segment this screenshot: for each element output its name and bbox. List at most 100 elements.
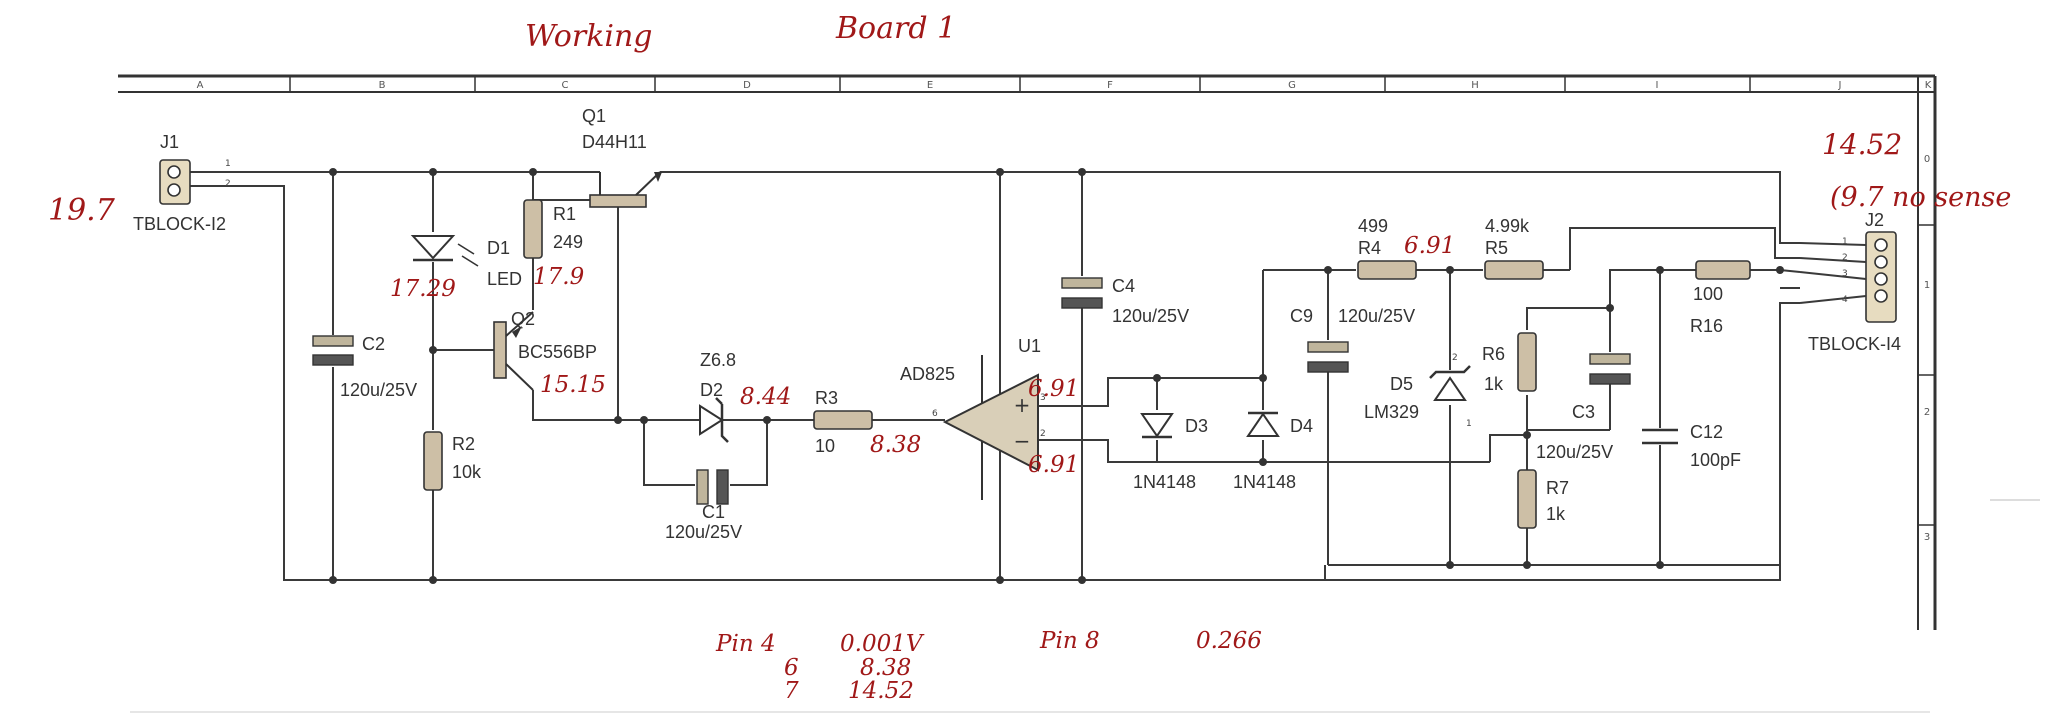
zone-label-a: A <box>197 80 204 91</box>
note-r1-voltage: 17.9 <box>533 264 584 290</box>
r6-resistor: R6 1k <box>1482 332 1537 394</box>
d5-ref: D5 <box>1390 374 1413 394</box>
zone-label-k: K <box>1925 80 1932 91</box>
r7-resistor: R7 1k <box>1517 469 1569 529</box>
r3-ref: R3 <box>815 388 838 408</box>
r6-ref: R6 <box>1482 344 1505 364</box>
c3-value: 120u/25V <box>1536 442 1613 462</box>
note-d2-voltage: 8.44 <box>740 384 791 410</box>
d3-value: 1N4148 <box>1133 472 1196 492</box>
r7-ref: R7 <box>1546 478 1569 498</box>
u1-minus-sign: − <box>1014 429 1031 453</box>
d1-led: D1 LED <box>410 235 522 289</box>
u1-ref: U1 <box>1018 336 1041 356</box>
note-pin6-value: 8.38 <box>860 655 911 681</box>
zone-label-h: H <box>1471 80 1479 91</box>
c12-ref: C12 <box>1690 422 1723 442</box>
u1-plus-sign: + <box>1014 393 1031 417</box>
zone-label-g: G <box>1288 80 1296 91</box>
c2-value: 120u/25V <box>340 380 417 400</box>
c4-ref: C4 <box>1112 276 1135 296</box>
c1-ref: C1 <box>702 502 725 522</box>
r4-ref: R4 <box>1358 238 1381 258</box>
r16-value: 100 <box>1693 284 1723 304</box>
c9-capacitor: C9 120u/25V <box>1290 306 1415 373</box>
zone-labels-top: A B C D E F G H I J K <box>197 80 1932 91</box>
c4-capacitor: C4 120u/25V <box>1061 276 1189 326</box>
zone-label-f: F <box>1107 80 1113 91</box>
j2-terminal-block: 1 2 3 4 J2 TBLOCK-I4 <box>1799 210 1901 354</box>
d4-value: 1N4148 <box>1233 472 1296 492</box>
note-d1-voltage: 17.29 <box>390 276 456 302</box>
u1-value: AD825 <box>900 364 955 384</box>
d5-pin-top: 2 <box>1452 353 1458 363</box>
d3-ref: D3 <box>1185 416 1208 436</box>
q1-transistor: Q1 D44H11 <box>582 106 662 208</box>
note-pin8-label: Pin 8 <box>1039 628 1100 654</box>
q2-value: BC556BP <box>518 342 597 362</box>
d1-ref: D1 <box>487 238 510 258</box>
r4-resistor: 499 R4 <box>1357 216 1417 280</box>
r3-resistor: R3 10 <box>813 388 873 456</box>
j2-value: TBLOCK-I4 <box>1808 334 1901 354</box>
r5-resistor: 4.99k R5 <box>1484 216 1544 280</box>
j1-terminal-block: 1 2 J1 TBLOCK-I2 <box>133 132 231 234</box>
note-j1-voltage: 19.7 <box>48 193 116 228</box>
d5-value: LM329 <box>1364 402 1419 422</box>
u1-pin-2: 2 <box>1040 429 1046 439</box>
j2-pin-1: 1 <box>1842 237 1848 247</box>
r6-value: 1k <box>1484 374 1504 394</box>
c2-capacitor: C2 120u/25V <box>312 334 417 400</box>
note-j2-voltage: 14.52 <box>1822 128 1902 161</box>
note-pin7-value: 14.52 <box>848 678 914 704</box>
q2-transistor: Q2 BC556BP <box>493 309 597 391</box>
j1-pin-1: 1 <box>225 159 231 169</box>
j2-pin-4: 4 <box>1842 295 1848 305</box>
d5-pin-bot: 1 <box>1466 419 1472 429</box>
junctions <box>329 168 1784 584</box>
r3-value: 10 <box>815 436 835 456</box>
note-pin8-value: 0.266 <box>1196 628 1262 654</box>
note-u1-plus: 6.91 <box>1028 376 1079 402</box>
u1-pin-3: 3 <box>1040 393 1046 403</box>
d1-value: LED <box>487 269 522 289</box>
d2-ref: D2 <box>700 380 723 400</box>
c1-value: 120u/25V <box>665 522 742 542</box>
zone-label-c: C <box>562 80 569 91</box>
note-title-left: Working <box>525 19 653 54</box>
c3-ref: C3 <box>1572 402 1595 422</box>
note-j2-sense: (9.7 no sense <box>1830 182 2011 213</box>
note-pin6-label: 6 <box>784 655 799 681</box>
r4-value: 499 <box>1358 216 1388 236</box>
u1-pin-6: 6 <box>932 409 938 419</box>
note-r3-voltage: 8.38 <box>870 432 921 458</box>
r5-value: 4.99k <box>1485 216 1530 236</box>
r2-resistor: R2 10k <box>423 431 482 491</box>
note-pin4-label: Pin 4 <box>715 631 776 657</box>
zone-label-3: 3 <box>1924 532 1930 543</box>
r1-resistor: R1 249 <box>523 199 583 259</box>
j2-pin-2: 2 <box>1842 253 1848 263</box>
c12-value: 100pF <box>1690 450 1741 470</box>
q1-value: D44H11 <box>582 132 647 152</box>
d4-ref: D4 <box>1290 416 1313 436</box>
j2-pin-3: 3 <box>1842 269 1848 279</box>
zone-label-d: D <box>743 80 751 91</box>
q1-ref: Q1 <box>582 106 606 126</box>
d3-diode: D3 1N4148 <box>1133 413 1208 492</box>
zone-label-e: E <box>927 80 933 91</box>
zone-label-0: 0 <box>1924 154 1930 165</box>
zone-label-2: 2 <box>1924 407 1930 418</box>
r1-value: 249 <box>553 232 583 252</box>
zone-label-i: I <box>1656 80 1659 91</box>
zone-label-1: 1 <box>1924 280 1930 291</box>
note-title-right: Board 1 <box>835 11 956 46</box>
j2-ref: J2 <box>1865 210 1884 230</box>
note-pin7-label: 7 <box>784 678 799 704</box>
note-q2-voltage: 15.15 <box>540 372 606 398</box>
q2-ref: Q2 <box>511 309 535 329</box>
c12-capacitor: C12 100pF <box>1642 422 1741 470</box>
note-r4-voltage: 6.91 <box>1404 233 1455 259</box>
r1-ref: R1 <box>553 204 576 224</box>
